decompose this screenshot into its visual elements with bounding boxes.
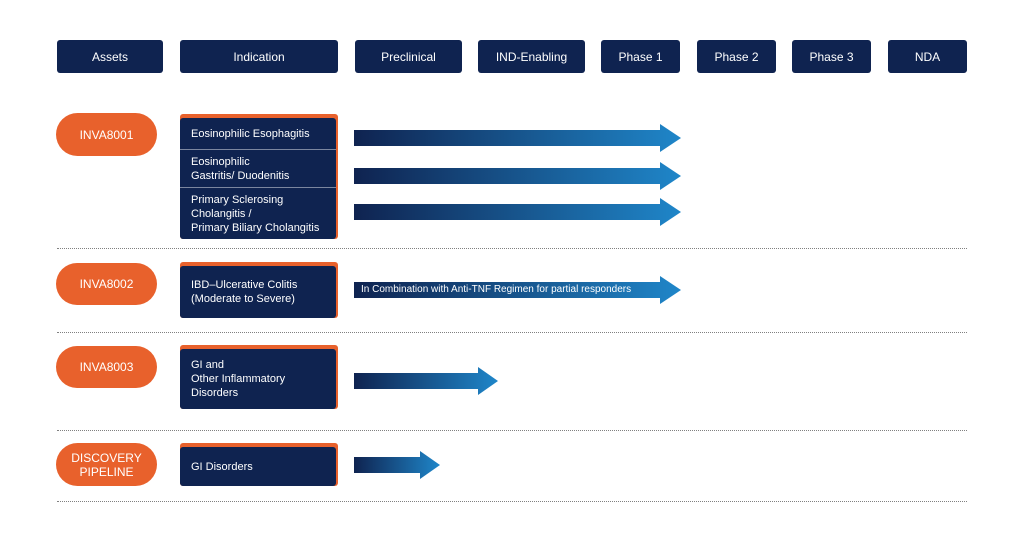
header-phase-1: Phase 1: [601, 40, 680, 73]
asset-pill-inva8001: INVA8001: [56, 113, 157, 156]
indication-primary-sclerosing-cholangitis: Primary Sclerosing Cholangitis / Primary…: [191, 193, 320, 234]
indication-eosinophilic-esophagitis: Eosinophilic Esophagitis: [191, 127, 310, 140]
progress-arrow-gi-disorders: [354, 451, 440, 479]
asset-pill-inva8003: INVA8003: [56, 346, 157, 388]
indication-box: Eosinophilic Esophagitis Eosinophilic Ga…: [180, 118, 336, 239]
indication-box: GI Disorders: [180, 447, 336, 486]
row-separator: [57, 430, 967, 431]
indication-box: GI and Other Inflammatory Disorders: [180, 349, 336, 409]
indication-gi-inflammatory-disorders: GI and Other Inflammatory Disorders: [191, 359, 286, 399]
asset-pill-inva8002: INVA8002: [56, 263, 157, 305]
indication-group-inva8002: IBD–Ulcerative Colitis (Moderate to Seve…: [180, 262, 338, 318]
header-phase-2: Phase 2: [697, 40, 776, 73]
header-phase-3: Phase 3: [792, 40, 871, 73]
row-separator: [57, 501, 967, 502]
row-separator: [57, 332, 967, 333]
row-separator: [57, 248, 967, 249]
header-nda: NDA: [888, 40, 967, 73]
progress-arrow-eosinophilic-gastritis: [354, 162, 681, 190]
header-ind-enabling: IND-Enabling: [478, 40, 585, 73]
indication-gi-disorders: GI Disorders: [191, 460, 253, 473]
progress-arrow-eosinophilic-esophagitis: [354, 124, 681, 152]
indication-group-inva8001: Eosinophilic Esophagitis Eosinophilic Ga…: [180, 114, 338, 239]
indication-box: IBD–Ulcerative Colitis (Moderate to Seve…: [180, 266, 336, 318]
arrow-note-anti-tnf: In Combination with Anti-TNF Regimen for…: [361, 284, 632, 295]
header-assets: Assets: [57, 40, 163, 73]
progress-arrow-primary-sclerosing-cholangitis: [354, 198, 681, 226]
indication-divider: [180, 149, 336, 151]
indication-eosinophilic-gastritis: Eosinophilic Gastritis/ Duodenitis: [191, 155, 290, 182]
progress-arrow-gi-inflammatory-disorders: [354, 367, 498, 395]
progress-arrow-ibd-ulcerative-colitis: [354, 276, 681, 304]
indication-group-inva8003: GI and Other Inflammatory Disorders: [180, 345, 338, 409]
indication-divider: [180, 187, 336, 189]
asset-pill-discovery-pipeline: DISCOVERY PIPELINE: [56, 443, 157, 486]
indication-ibd-ulcerative-colitis: IBD–Ulcerative Colitis (Moderate to Seve…: [191, 279, 298, 305]
header-indication: Indication: [180, 40, 338, 73]
header-preclinical: Preclinical: [355, 40, 462, 73]
indication-group-discovery: GI Disorders: [180, 443, 338, 486]
